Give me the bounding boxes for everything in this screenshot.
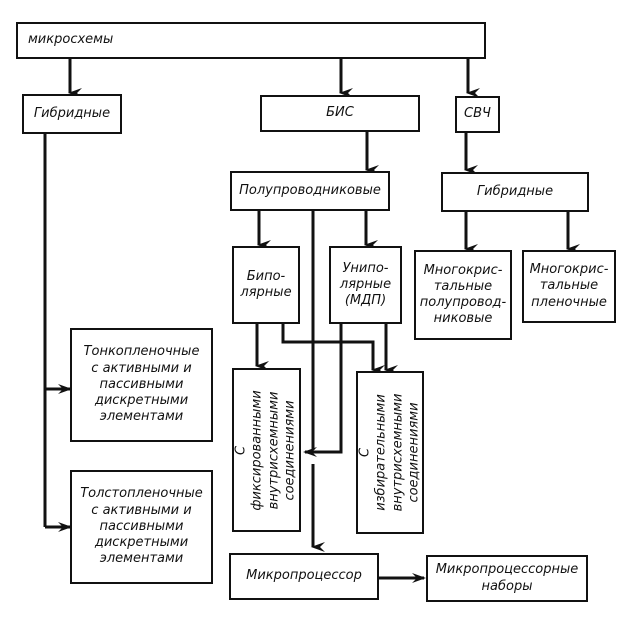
node-thin-film: Тонкопленочные с активными и пассивными …: [70, 328, 213, 442]
node-hybrid: Гибридные: [22, 94, 122, 134]
node-microcircuits: микросхемы: [16, 22, 486, 59]
arrow-unipolar-fixed: [303, 324, 343, 457]
node-fixed-connections: С фиксированными внутрисхемными соединен…: [232, 368, 301, 532]
node-multichip-semiconductor: Многокрис- тальные полупровод- никовые: [414, 250, 512, 340]
arrow-bipolar-selective: [281, 324, 385, 375]
node-hybrid-lsi: Гибридные: [441, 172, 589, 212]
node-multichip-film: Многокрис- тальные пленочные: [522, 250, 616, 323]
node-microwave: СВЧ: [455, 96, 500, 133]
node-thick-film: Толстопленочные с активными и пассивными…: [70, 470, 213, 584]
node-microprocessor-sets: Микропроцессорные наборы: [426, 555, 588, 602]
node-label: микросхемы: [28, 32, 114, 48]
node-microprocessor: Микропроцессор: [229, 553, 379, 600]
node-unipolar: Унипо- лярные (МДП): [329, 246, 402, 324]
node-bipolar: Бипо- лярные: [232, 246, 300, 324]
node-semiconductor: Полупроводниковые: [230, 171, 390, 211]
node-lsi: БИС: [260, 95, 420, 132]
node-selective-connections: С избирательными внутрисхемными соединен…: [356, 371, 424, 534]
